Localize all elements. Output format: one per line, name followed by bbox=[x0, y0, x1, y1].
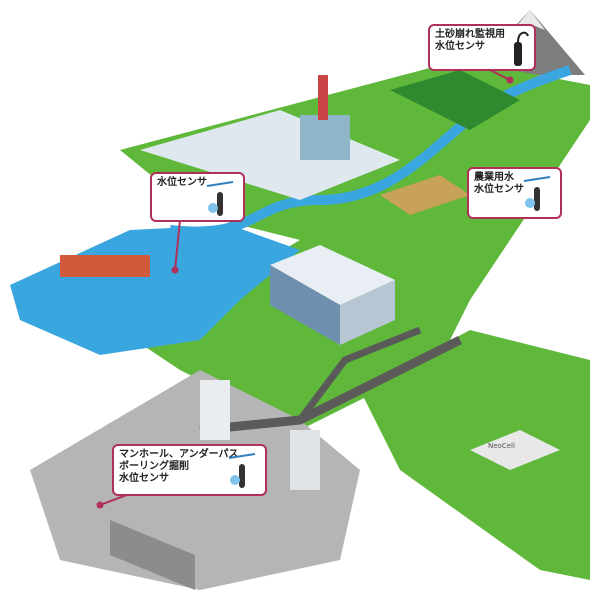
ground-industrial bbox=[360, 330, 590, 580]
callout-manhole-sensor: マンホール、アンダーパス ボーリング掘削 水位センサ bbox=[112, 444, 267, 496]
factory-right bbox=[470, 430, 560, 470]
warehouse-front bbox=[270, 265, 340, 345]
power-plant-base bbox=[140, 110, 400, 200]
callout-agri-sensor: 農業用水 水位センサ bbox=[467, 167, 562, 219]
callout-river-sensor: 水位センサ bbox=[150, 172, 245, 222]
building-sign: NeoCell bbox=[488, 442, 515, 450]
farmland bbox=[380, 175, 470, 215]
warehouse-side bbox=[340, 280, 395, 345]
callout-landslide-label: 土砂崩れ監視用 水位センサ bbox=[435, 29, 505, 52]
water-level-sensor-icon bbox=[206, 181, 234, 216]
callout-dot-landslide bbox=[506, 76, 514, 84]
tower-2 bbox=[290, 430, 320, 490]
chimney bbox=[318, 75, 328, 120]
forest bbox=[390, 70, 520, 130]
callout-line-landslide bbox=[489, 69, 511, 81]
power-plant-building bbox=[300, 115, 350, 160]
river bbox=[169, 65, 572, 237]
callout-dot-river bbox=[171, 266, 179, 274]
callout-landslide-sensor: 土砂崩れ監視用 水位センサ bbox=[428, 24, 536, 71]
probe-sensor-icon bbox=[514, 31, 529, 66]
callout-river-label: 水位センサ bbox=[157, 177, 207, 188]
callout-line-river bbox=[174, 219, 181, 271]
tower-1 bbox=[200, 380, 230, 440]
callout-dot-manhole bbox=[96, 501, 104, 509]
road-cross bbox=[297, 326, 422, 423]
cargo-ship bbox=[60, 255, 150, 277]
water-level-sensor-icon-2 bbox=[523, 176, 551, 211]
warehouse-roof bbox=[270, 245, 395, 305]
tunnel bbox=[110, 520, 195, 590]
water-level-sensor-icon-3 bbox=[228, 453, 256, 488]
callout-manhole-label: マンホール、アンダーパス ボーリング掘削 水位センサ bbox=[119, 449, 239, 484]
callout-agri-label: 農業用水 水位センサ bbox=[474, 172, 524, 195]
